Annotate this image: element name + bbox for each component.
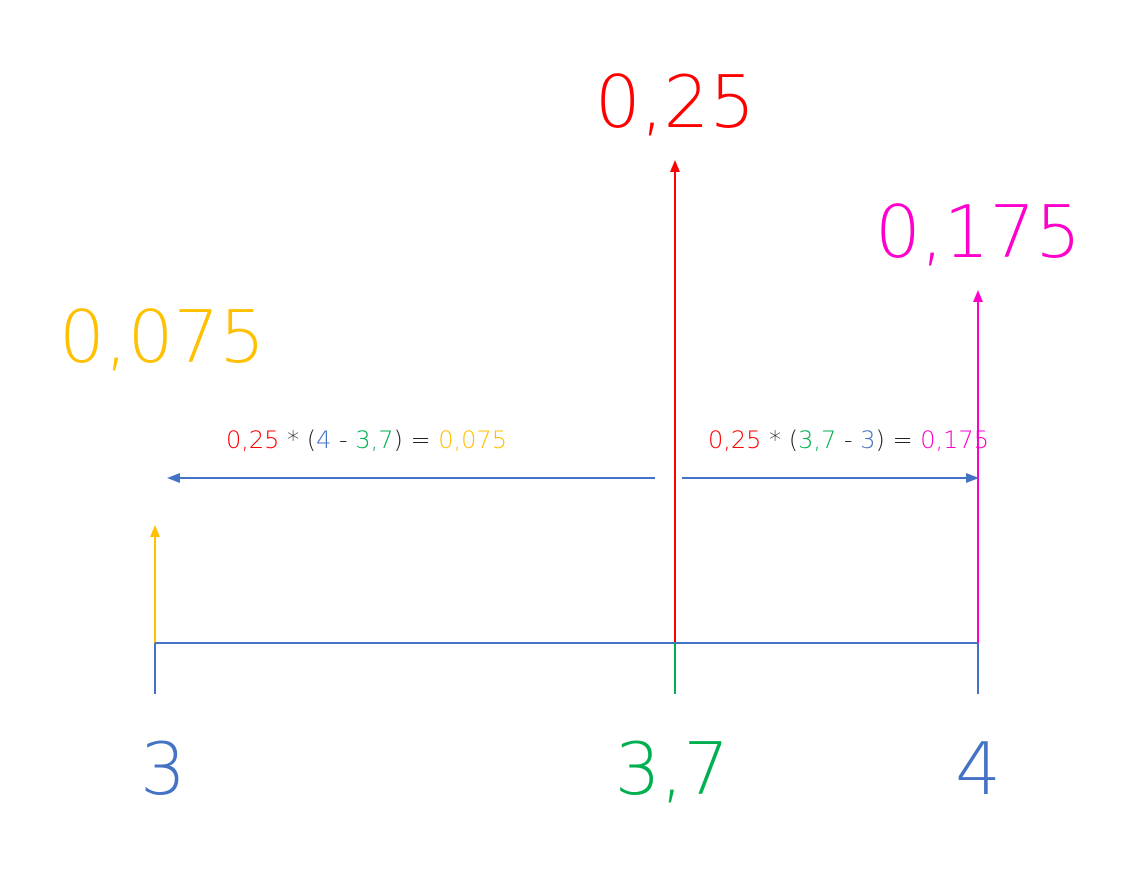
equation-right-weight: 0,25	[708, 426, 761, 454]
equation-right-result: 0,175	[920, 426, 989, 454]
equation-right-equals: =	[893, 426, 913, 454]
equation-right-minus: -	[844, 426, 853, 454]
axis-label-point: 3,7	[615, 727, 730, 811]
top-value-label: 0,25	[595, 60, 755, 144]
equation-left-a: 4	[316, 426, 331, 454]
equation-right-times: *	[769, 426, 781, 454]
equation-left-equals: =	[411, 426, 431, 454]
equation-left-times: *	[287, 426, 299, 454]
equation-right-open-paren: (	[789, 426, 798, 454]
yellow-vertical-arrow	[150, 525, 160, 643]
left-horizontal-arrow	[167, 473, 655, 483]
equation-left-close-paren: )	[394, 426, 403, 454]
equation-left-minus: -	[339, 426, 348, 454]
equation-right-b: 3	[860, 426, 875, 454]
axis-label-end: 4	[955, 727, 1001, 811]
magenta-vertical-arrow	[973, 290, 983, 643]
equation-left-result: 0,075	[438, 426, 507, 454]
number-line	[154, 642, 979, 694]
equation-right: 0,25 * (3,7 - 3) = 0,175	[708, 426, 989, 454]
equation-left-b: 3,7	[355, 426, 393, 454]
axis-label-start: 3	[140, 727, 186, 811]
equation-left-open-paren: (	[307, 426, 316, 454]
red-vertical-arrow	[670, 160, 680, 643]
equation-right-a: 3,7	[798, 426, 836, 454]
equation-left-weight: 0,25	[226, 426, 279, 454]
equation-right-close-paren: )	[876, 426, 885, 454]
left-value-label: 0,075	[59, 295, 265, 379]
right-horizontal-arrow	[682, 473, 979, 483]
right-value-label: 0,175	[875, 190, 1081, 274]
equation-left: 0,25 * (4 - 3,7) = 0,075	[226, 426, 507, 454]
